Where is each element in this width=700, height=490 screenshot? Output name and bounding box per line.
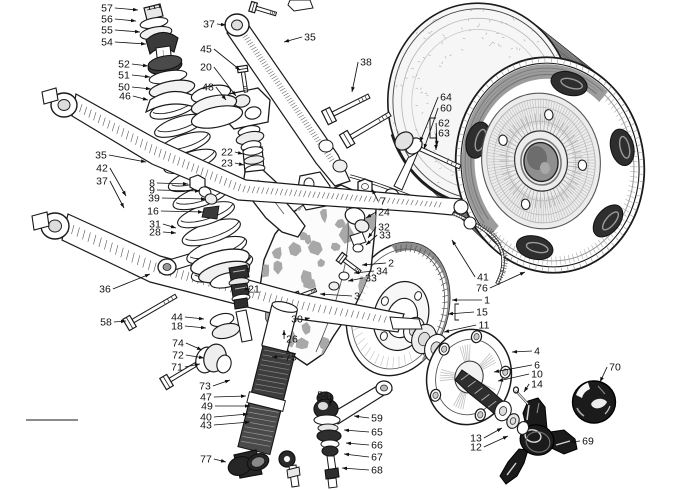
svg-text:16: 16 [147, 206, 159, 218]
svg-text:44: 44 [171, 312, 183, 324]
svg-text:77: 77 [200, 454, 212, 466]
svg-text:55: 55 [101, 25, 113, 37]
svg-text:37: 37 [203, 19, 215, 31]
svg-text:60: 60 [440, 103, 452, 115]
svg-text:50: 50 [118, 82, 130, 94]
svg-text:41: 41 [477, 272, 489, 284]
svg-text:54: 54 [317, 390, 329, 402]
svg-text:66: 66 [371, 440, 383, 452]
svg-text:59: 59 [371, 413, 383, 425]
svg-text:37: 37 [96, 176, 108, 188]
svg-text:73: 73 [199, 381, 211, 393]
svg-text:39: 39 [148, 193, 160, 205]
svg-text:4: 4 [534, 346, 540, 358]
svg-text:74: 74 [172, 338, 184, 350]
svg-text:48: 48 [202, 82, 214, 94]
svg-text:76: 76 [476, 283, 488, 295]
svg-text:33: 33 [379, 230, 391, 242]
svg-text:58: 58 [100, 317, 112, 329]
svg-text:31: 31 [149, 219, 161, 231]
svg-text:72: 72 [172, 350, 184, 362]
svg-text:3: 3 [354, 291, 360, 303]
svg-text:13: 13 [470, 433, 482, 445]
svg-text:54: 54 [101, 37, 113, 49]
svg-text:52: 52 [118, 59, 130, 71]
svg-text:21: 21 [248, 284, 260, 296]
svg-text:35: 35 [304, 32, 316, 44]
svg-text:42: 42 [96, 163, 108, 175]
svg-text:30: 30 [291, 314, 303, 326]
svg-text:8: 8 [149, 178, 155, 190]
svg-text:56: 56 [101, 14, 113, 26]
svg-text:40: 40 [200, 412, 212, 424]
svg-text:65: 65 [371, 427, 383, 439]
svg-text:20: 20 [200, 62, 212, 74]
svg-text:64: 64 [440, 92, 452, 104]
svg-text:38: 38 [360, 57, 372, 69]
svg-text:15: 15 [476, 307, 488, 319]
svg-text:24: 24 [378, 207, 390, 219]
svg-text:26: 26 [286, 334, 298, 346]
svg-text:22: 22 [221, 147, 233, 159]
svg-text:75: 75 [285, 352, 297, 364]
svg-text:1: 1 [484, 295, 490, 307]
svg-text:14: 14 [531, 379, 543, 391]
svg-text:34: 34 [376, 266, 388, 278]
svg-text:69: 69 [582, 436, 594, 448]
svg-text:70: 70 [609, 362, 621, 374]
svg-text:45: 45 [200, 44, 212, 56]
svg-text:49: 49 [201, 401, 213, 413]
svg-text:36: 36 [99, 284, 111, 296]
svg-text:11: 11 [479, 320, 490, 332]
svg-text:57: 57 [101, 3, 113, 15]
svg-text:33: 33 [365, 273, 377, 285]
svg-text:43: 43 [200, 420, 212, 432]
svg-text:9: 9 [149, 185, 155, 197]
svg-text:2: 2 [388, 258, 394, 270]
svg-text:47: 47 [200, 392, 212, 404]
svg-text:51: 51 [118, 70, 130, 82]
svg-text:18: 18 [171, 321, 183, 333]
svg-text:12: 12 [470, 442, 482, 454]
svg-text:23: 23 [221, 158, 233, 170]
svg-text:32: 32 [378, 222, 390, 234]
svg-text:63: 63 [438, 128, 450, 140]
svg-text:28: 28 [149, 227, 161, 239]
svg-text:7: 7 [380, 196, 386, 208]
svg-text:10: 10 [531, 369, 543, 381]
svg-text:67: 67 [371, 452, 383, 464]
svg-text:6: 6 [534, 360, 540, 372]
svg-text:68: 68 [371, 465, 383, 477]
svg-text:71: 71 [171, 362, 183, 374]
svg-text:46: 46 [119, 91, 131, 103]
svg-text:62: 62 [438, 118, 450, 130]
svg-text:35: 35 [95, 150, 107, 162]
